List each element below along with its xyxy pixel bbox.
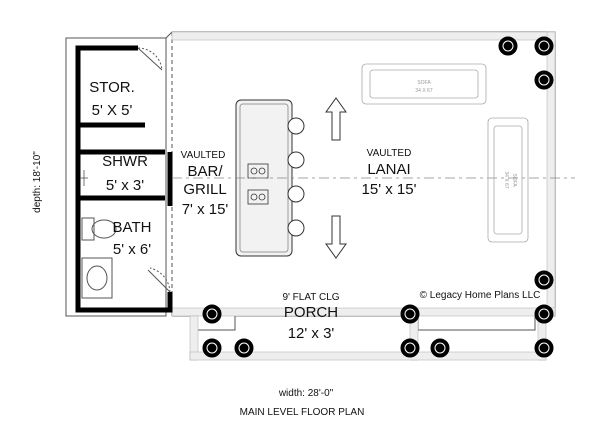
columns — [202, 36, 554, 358]
bar-name-1: BAR/ — [187, 163, 223, 180]
plan-caption: MAIN LEVEL FLOOR PLAN — [240, 407, 365, 418]
column — [202, 304, 222, 324]
column — [534, 338, 554, 358]
bar-stools — [287, 117, 305, 237]
bath-size: 5' x 6' — [113, 241, 151, 258]
sofa-top — [361, 63, 487, 105]
lanai-note: VAULTED — [367, 148, 412, 159]
column — [430, 338, 450, 358]
shwr-size: 5' x 3' — [106, 177, 144, 194]
toilet — [81, 217, 117, 241]
column — [400, 304, 420, 324]
porch-size: 12' x 3' — [288, 325, 335, 342]
bar-name-2: GRILL — [183, 181, 226, 198]
sofa-top-size: 34 X 67 — [415, 88, 432, 94]
bath-door — [147, 267, 171, 293]
lanai-name: LANAI — [367, 161, 410, 178]
depth-dimension: depth: 18'-10" — [32, 151, 43, 213]
stor-name: STOR. — [89, 79, 135, 96]
column — [498, 36, 518, 56]
lanai-size: 15' x 15' — [362, 181, 417, 198]
column — [534, 70, 554, 90]
copyright: © Legacy Home Plans LLC — [420, 290, 541, 301]
column — [400, 338, 420, 358]
column — [234, 338, 254, 358]
bath-name: BATH — [113, 219, 152, 236]
shwr-name: SHWR — [102, 153, 148, 170]
stor-size: 5' X 5' — [92, 102, 133, 119]
column — [534, 270, 554, 290]
sofa-right-size: 34 X 67 — [503, 171, 509, 188]
grill-sinks — [247, 163, 269, 205]
sofa-top-label: SOFA — [417, 80, 431, 86]
sink — [81, 257, 113, 299]
bar-size: 7' x 15' — [182, 201, 229, 218]
column — [202, 338, 222, 358]
sofa-right — [487, 117, 529, 243]
stor-door — [137, 47, 163, 71]
interior-walls — [75, 45, 173, 313]
porch-note: 9' FLAT CLG — [282, 292, 339, 303]
vault-arrows — [325, 97, 347, 259]
porch-name: PORCH — [284, 304, 338, 321]
column — [534, 304, 554, 324]
bar-note: VAULTED — [181, 150, 226, 161]
width-dimension: width: 28'-0" — [278, 388, 334, 399]
shower-fixture — [80, 170, 88, 186]
sofa-right-label: SOFA — [511, 173, 517, 187]
column — [534, 36, 554, 56]
